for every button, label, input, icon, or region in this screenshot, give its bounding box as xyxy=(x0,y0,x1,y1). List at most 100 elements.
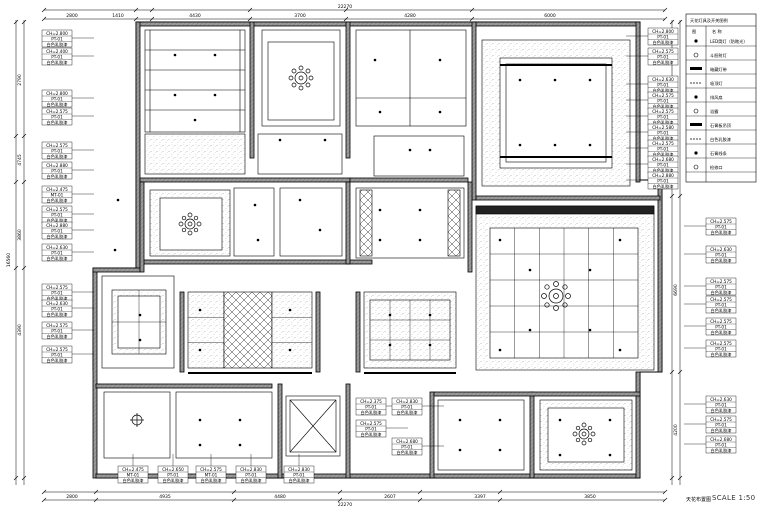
tag-line: PT-01 xyxy=(715,252,727,257)
tag-line: PT-01 xyxy=(365,404,377,409)
downlight-icon xyxy=(113,248,117,252)
tag-line: PT-01 xyxy=(715,224,727,229)
tag-line: CH=2.830 xyxy=(396,399,418,404)
tag-line: 白色乳胶漆 xyxy=(653,87,674,94)
downlight-icon xyxy=(588,328,592,332)
tag-line: CH=2.800 xyxy=(46,31,68,36)
tag-line: CH=2.680 xyxy=(710,437,732,442)
dim-top-6: 6000 xyxy=(544,13,556,19)
tag-line: CH=2.630 xyxy=(652,77,674,82)
tag-line: CH=2.575 xyxy=(360,421,382,426)
downlight-icon xyxy=(553,143,557,147)
tag-line: 白色乳胶漆 xyxy=(653,39,674,46)
tag-line: 白色乳胶漆 xyxy=(653,59,674,66)
tag-line: 白色乳胶漆 xyxy=(711,257,732,264)
dim-top-4: 3700 xyxy=(294,13,306,19)
tag-line: 白色乳胶漆 xyxy=(47,59,68,66)
tag-line: 白色乳胶漆 xyxy=(653,119,674,126)
downlight-icon xyxy=(528,328,532,332)
dim-bottom-3: 4480 xyxy=(274,494,286,500)
tag-line: 白色乳胶漆 xyxy=(47,357,68,364)
tag-line: CH=2.650 xyxy=(162,467,184,472)
tag-line: 白色乳胶漆 xyxy=(711,329,732,336)
tag-line: CH=2.575 xyxy=(710,319,732,324)
downlight-icon xyxy=(323,138,327,142)
ceiling-tags-left: CH=2.800PT-01白色乳胶漆CH=2.400PT-01白色乳胶漆CH=2… xyxy=(41,29,94,364)
downlight-icon xyxy=(588,143,592,147)
tag-line: CH=2.880 xyxy=(46,163,68,168)
ceiling-tags-right: CH=2.800PT-01白色乳胶漆CH=2.575PT-01白色乳胶漆CH=2… xyxy=(626,27,737,454)
tag-line: PT-01 xyxy=(51,96,63,101)
downlight-icon xyxy=(288,308,292,312)
legend-symbol-icon xyxy=(693,108,699,114)
legend-row-label: 石膏线条 xyxy=(710,150,728,157)
dim-right-3: 4200 xyxy=(673,424,679,436)
tag-line: PT-01 xyxy=(715,442,727,447)
tag-line: PT-01 xyxy=(245,472,257,477)
tag-line: CH=2.680 xyxy=(396,439,418,444)
downlight-icon xyxy=(213,93,217,97)
tag-line: 白色乳胶漆 xyxy=(241,477,262,484)
tag-line: PT-01 xyxy=(715,302,727,307)
tag-line: PT-01 xyxy=(715,346,727,351)
downlight-icon xyxy=(528,268,532,272)
legend-symbol-icon xyxy=(690,67,702,70)
tag-line: 白色乳胶漆 xyxy=(397,449,418,456)
downlight-icon xyxy=(438,110,442,114)
tag-line: 白色乳胶漆 xyxy=(653,135,674,142)
tag-line: CH=2.575 xyxy=(46,143,68,148)
tag-line: PT-01 xyxy=(657,146,669,151)
tag-line: 白色乳胶漆 xyxy=(163,477,184,484)
tag-line: PT-01 xyxy=(51,228,63,233)
downlight-icon xyxy=(458,418,462,422)
tag-line: 白色乳胶漆 xyxy=(47,119,68,126)
legend-symbol-icon xyxy=(693,164,699,170)
downlight-icon xyxy=(378,110,382,114)
tag-line: CH=2.800 xyxy=(46,91,68,96)
tag-line: PT-01 xyxy=(51,212,63,217)
tag-line: 白色乳胶漆 xyxy=(47,255,68,262)
tag-line: PT-01 xyxy=(657,82,669,87)
tag-line: CH=2.475 xyxy=(46,187,68,192)
tag-line: CH=2.575 xyxy=(46,347,68,352)
downlight-icon xyxy=(608,418,612,422)
dim-left-3: 3860 xyxy=(17,229,23,241)
legend-row-label: LED筒灯（防眩光） xyxy=(710,38,748,45)
tag-line: CH=2.575 xyxy=(46,207,68,212)
downlight-icon xyxy=(378,238,382,242)
room-bathroom xyxy=(103,391,171,459)
tag-line: PT-01 xyxy=(715,422,727,427)
dim-left-2: 4745 xyxy=(17,154,23,166)
chandelier-icon xyxy=(541,281,571,311)
dim-bottom-2: 4935 xyxy=(159,494,171,500)
ceiling-tags-center: CH=2.375PT-01白色乳胶漆CH=2.830PT-01白色乳胶漆CH=2… xyxy=(355,397,444,456)
tag-line: PT-01 xyxy=(401,444,413,449)
downlight-icon xyxy=(428,343,432,347)
downlight-icon xyxy=(498,418,502,422)
downlight-icon xyxy=(193,118,197,122)
dim-left-1: 2790 xyxy=(17,74,23,86)
tag-line: PT-01 xyxy=(51,250,63,255)
dim-bottom-4: 2607 xyxy=(384,494,396,500)
tag-line: CH=2.575 xyxy=(46,285,68,290)
tag-line: PT-01 xyxy=(167,472,179,477)
